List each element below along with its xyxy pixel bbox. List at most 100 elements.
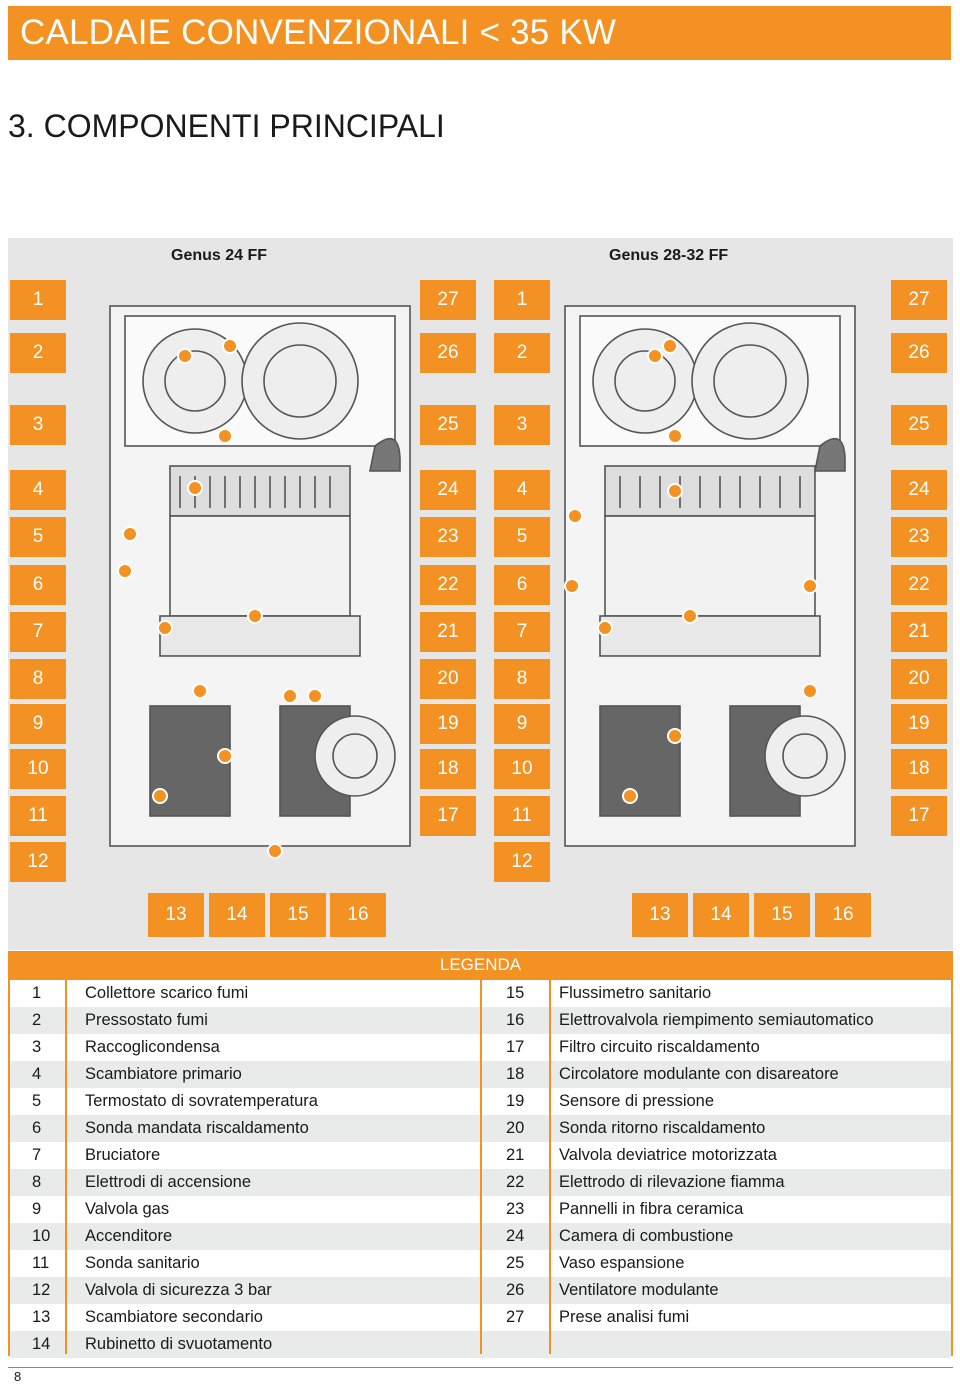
legend-number: 4: [32, 1065, 42, 1083]
legend-column-divider: [65, 980, 67, 1354]
legend-number: 9: [32, 1200, 42, 1218]
legend-label: Accenditore: [85, 1227, 173, 1245]
legend-row: 3 Raccoglicondensa 17 Filtro circuito risca…: [10, 1034, 951, 1061]
callout-25-model1: 25: [420, 405, 476, 445]
page-header-bar: CALDAIE CONVENZIONALI < 35 KW: [8, 6, 951, 60]
callout-16-model1: 16: [330, 893, 386, 937]
callout-15-model1: 15: [270, 893, 326, 937]
legend-number: 16: [506, 1011, 525, 1029]
legend-number: 24: [506, 1227, 525, 1245]
callout-22-model2: 22: [891, 565, 947, 605]
legend-number: 27: [506, 1308, 525, 1326]
legend-number: 2: [32, 1011, 42, 1029]
callout-26-model2: 26: [891, 333, 947, 373]
callout-7-model2: 7: [494, 612, 550, 652]
legend-label: Termostato di sovratemperatura: [85, 1092, 318, 1110]
callout-12-model1: 12: [10, 842, 66, 882]
callout-5-model1: 5: [10, 517, 66, 557]
legend-number: 19: [506, 1092, 525, 1110]
callout-15-model2: 15: [754, 893, 810, 937]
callout-17-model1: 17: [420, 796, 476, 836]
legend-label: Sonda sanitario: [85, 1254, 200, 1272]
legend-number: 5: [32, 1092, 42, 1110]
callout-9-model1: 9: [10, 704, 66, 744]
callout-25-model2: 25: [891, 405, 947, 445]
legend-number: 11: [32, 1254, 50, 1272]
legend-label: Ventilatore modulante: [559, 1281, 719, 1299]
legend-label: Valvola gas: [85, 1200, 170, 1218]
callout-12-model2: 12: [494, 842, 550, 882]
legend-number: 23: [506, 1200, 525, 1218]
legend-number: 1: [32, 984, 42, 1002]
model-title-genus-24: Genus 24 FF: [171, 247, 268, 264]
legend-label: Scambiatore primario: [85, 1065, 242, 1083]
legend-number: 18: [506, 1065, 525, 1083]
legend-header: LEGENDA: [8, 951, 953, 978]
legend-number: 10: [32, 1227, 51, 1245]
callout-6-model2: 6: [494, 565, 550, 605]
legend-number: 15: [506, 984, 525, 1002]
model-title-genus-28-32: Genus 28-32 FF: [609, 247, 729, 264]
callout-1-model2: 1: [494, 280, 550, 320]
callout-8-model1: 8: [10, 659, 66, 699]
callout-2-model2: 2: [494, 333, 550, 373]
callout-3-model1: 3: [10, 405, 66, 445]
legend-number: 17: [506, 1038, 525, 1056]
callout-27-model2: 27: [891, 280, 947, 320]
legend-number: 21: [506, 1146, 525, 1164]
legend-label: Flussimetro sanitario: [559, 984, 712, 1002]
callout-23-model2: 23: [891, 517, 947, 557]
legend-number: 7: [32, 1146, 42, 1164]
legend-label: Elettrodo di rilevazione fiamma: [559, 1173, 785, 1191]
callout-10-model2: 10: [494, 749, 550, 789]
legend-number: 3: [32, 1038, 42, 1056]
callout-4-model2: 4: [494, 470, 550, 510]
callout-21-model1: 21: [420, 612, 476, 652]
legend-label: Sensore di pressione: [559, 1092, 715, 1110]
legend-label: Filtro circuito riscaldamento: [559, 1038, 760, 1056]
callout-7-model1: 7: [10, 612, 66, 652]
legend-row: 5 Termostato di sovratemperatura 19 Sensore…: [10, 1088, 951, 1115]
callout-5-model2: 5: [494, 517, 550, 557]
callout-8-model2: 8: [494, 659, 550, 699]
callout-11-model1: 11: [10, 796, 66, 836]
legend-label: Prese analisi fumi: [559, 1308, 690, 1326]
boiler-diagram-genus-28-32: [564, 305, 856, 847]
page-number: 8: [14, 1369, 22, 1384]
legend-number: 12: [32, 1281, 51, 1299]
callout-4-model1: 4: [10, 470, 66, 510]
callout-18-model2: 18: [891, 749, 947, 789]
legend-label: Elettrovalvola riempimento semiautomatic…: [559, 1011, 874, 1029]
section-title: 3. COMPONENTI PRINCIPALI: [8, 108, 445, 144]
legend-number: 26: [506, 1281, 525, 1299]
legend-row: 9 Valvola gas 23 Pannelli in fibra ceramica: [10, 1196, 951, 1223]
callout-6-model1: 6: [10, 565, 66, 605]
legend-label: Valvola deviatrice motorizzata: [559, 1146, 777, 1164]
callout-20-model2: 20: [891, 659, 947, 699]
callout-10-model1: 10: [10, 749, 66, 789]
legend-column-divider: [480, 980, 482, 1354]
callout-3-model2: 3: [494, 405, 550, 445]
legend-label: Raccoglicondensa: [85, 1038, 220, 1056]
callout-17-model2: 17: [891, 796, 947, 836]
callout-19-model1: 19: [420, 704, 476, 744]
legend-label: Valvola di sicurezza 3 bar: [85, 1281, 272, 1299]
callout-23-model1: 23: [420, 517, 476, 557]
callout-22-model1: 22: [420, 565, 476, 605]
legend-label: Pannelli in fibra ceramica: [559, 1200, 744, 1218]
legend-number: 20: [506, 1119, 525, 1137]
callout-2-model1: 2: [10, 333, 66, 373]
boiler-diagram-genus-24: [109, 305, 411, 859]
legend-number: 25: [506, 1254, 525, 1272]
callout-18-model1: 18: [420, 749, 476, 789]
callout-26-model1: 26: [420, 333, 476, 373]
callout-24-model2: 24: [891, 470, 947, 510]
callout-24-model1: 24: [420, 470, 476, 510]
callout-27-model1: 27: [420, 280, 476, 320]
callout-14-model1: 14: [209, 893, 265, 937]
callout-13-model2: 13: [632, 893, 688, 937]
legend-number: 6: [32, 1119, 42, 1137]
